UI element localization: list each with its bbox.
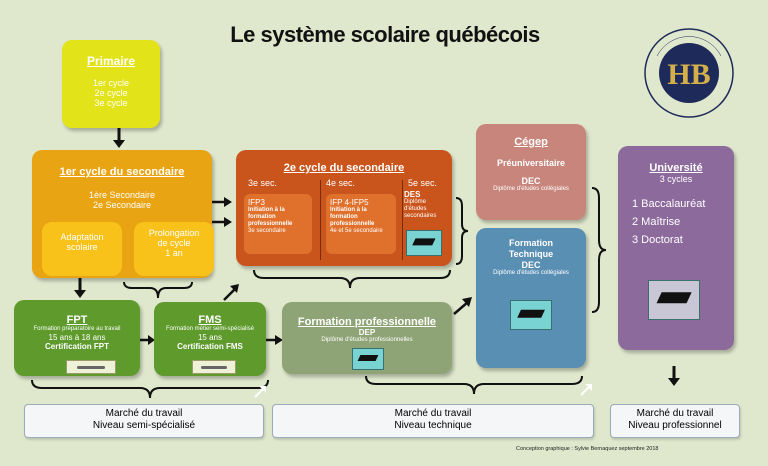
fms-text: Formation métier semi-spécialisé xyxy=(165,326,255,332)
market-1-line-2: Niveau semi-spécialisé xyxy=(92,420,196,431)
school-seal-icon: HB xyxy=(644,28,734,118)
bracket-right-icon-univ xyxy=(591,187,607,313)
arrow-up-right-white-icon-2 xyxy=(580,384,592,396)
marche-professionnel: Marché du travail Niveau professionnel xyxy=(610,404,740,438)
sec2-box: 2e cycle du secondaire 3e sec. 4e sec. 5… xyxy=(236,150,452,266)
arrow-down-icon xyxy=(113,128,125,148)
marche-technique: Marché du travail Niveau technique xyxy=(272,404,594,438)
primaire-title: Primaire xyxy=(86,54,136,68)
graduation-cap-icon-fp xyxy=(352,348,384,370)
ifp3-box: IFP3 Initiation à la formation professio… xyxy=(244,194,312,254)
des-box: DES Diplôme d'études secondaires xyxy=(404,190,448,260)
primaire-box: Primaire 1er cycle 2e cycle 3e cycle xyxy=(62,40,160,128)
fms-title: FMS xyxy=(198,314,222,326)
fpt-title: FPT xyxy=(66,314,88,326)
ft-dec-text: Diplôme d'études collégiales xyxy=(493,270,569,276)
market-2-line-2: Niveau technique xyxy=(394,420,472,431)
formation-technique-box: Formation Technique DEC Diplôme d'études… xyxy=(476,228,586,368)
fms-age: 15 ans xyxy=(197,333,223,342)
bracket-down-icon xyxy=(253,269,451,289)
ifp45-text: Initiation à la formation professionnell… xyxy=(330,207,375,227)
cegep-box: Cégep Préuniversitaire DEC Diplôme d'étu… xyxy=(476,124,586,220)
prolongation-label: Prolongation de cycle 1 an xyxy=(148,228,200,258)
market-2-line-1: Marché du travail xyxy=(394,408,472,419)
fp-dep: DEP xyxy=(358,328,376,337)
prolongation-box: Prolongation de cycle 1 an xyxy=(134,222,214,276)
graduation-cap-icon xyxy=(406,230,442,256)
arrow-up-right-icon xyxy=(223,284,239,301)
sec2-divider-2 xyxy=(402,180,403,260)
fms-box: FMS Formation métier semi-spécialisé 15 … xyxy=(154,302,266,376)
fpt-text: Formation préparatoire au travail xyxy=(33,326,121,332)
market-3-line-2: Niveau professionnel xyxy=(628,420,722,431)
fpt-cert: Certification FPT xyxy=(44,342,109,351)
univ-title: Université xyxy=(649,162,703,174)
certificate-icon-fms xyxy=(192,360,236,374)
adaptation-scolaire-label: Adaptation scolaire xyxy=(60,232,104,252)
ifp3-sub: 3e secondaire xyxy=(248,228,286,234)
bracket-bottom-right-icon xyxy=(365,375,583,395)
ft-dec: DEC xyxy=(521,260,541,270)
sec2-col-4: 4e sec. xyxy=(326,178,356,188)
des-text: Diplôme d'études secondaires xyxy=(404,199,437,219)
fp-dep-text: Diplôme d'études professionnelles xyxy=(321,337,413,343)
primaire-cycle-1: 1er cycle xyxy=(92,78,129,88)
bracket-down-icon-small xyxy=(123,281,193,299)
univ-item-2: 2 Maîtrise xyxy=(632,216,681,228)
sec2-col-5: 5e sec. xyxy=(408,178,438,188)
arrow-down-icon-fpt xyxy=(74,278,86,298)
sec1-line-1: 1ère Secondaire xyxy=(88,190,156,200)
ifp3-text: Initiation à la formation professionnell… xyxy=(248,207,293,227)
market-1-line-1: Marché du travail xyxy=(105,408,183,419)
cegep-title: Cégep xyxy=(514,136,548,148)
sec2-divider-1 xyxy=(320,180,321,260)
fp-title: Formation professionnelle xyxy=(297,316,437,328)
bracket-bottom-left-icon xyxy=(31,379,269,399)
ifp45-sub: 4e et 5e secondaire xyxy=(330,228,383,234)
sec1-line-2: 2e Secondaire xyxy=(92,200,152,210)
ifp45-box: IFP 4-IFP5 Initiation à la formation pro… xyxy=(326,194,396,254)
univ-item-3: 3 Doctorat xyxy=(632,234,683,246)
fpt-box: FPT Formation préparatoire au travail 15… xyxy=(14,300,140,376)
sec2-col-3: 3e sec. xyxy=(248,178,278,188)
certificate-icon xyxy=(66,360,116,374)
arrow-right-pair-icon xyxy=(212,197,232,227)
graduation-cap-icon-ft xyxy=(510,300,552,330)
arrow-up-right-white-icon xyxy=(254,386,266,398)
fpt-age: 15 ans à 18 ans xyxy=(48,333,106,342)
univ-cycles: 3 cycles xyxy=(659,174,693,184)
credit-text: Conception graphique : Sylvie Bernaquez … xyxy=(516,446,659,452)
page-title: Le système scolaire québécois xyxy=(230,22,540,47)
market-3-line-1: Marché du travail xyxy=(636,408,714,419)
graduation-cap-icon-univ xyxy=(648,280,700,320)
des-title: DES xyxy=(404,190,421,199)
ft-title: Formation Technique xyxy=(508,238,554,259)
universite-box: Université 3 cycles 1 Baccalauréat 2 Maî… xyxy=(618,146,734,350)
school-logo: HB xyxy=(641,26,737,120)
cegep-dec-text: Diplôme d'études collégiales xyxy=(493,186,569,192)
fms-cert: Certification FMS xyxy=(177,342,243,351)
ifp45-title: IFP 4-IFP5 xyxy=(330,198,369,207)
primaire-cycle-3: 3e cycle xyxy=(94,98,128,108)
adaptation-scolaire-box: Adaptation scolaire xyxy=(42,222,122,276)
formation-professionnelle-box: Formation professionnelle DEP Diplôme d'… xyxy=(282,302,452,374)
arrow-right-icon-fp xyxy=(266,335,283,345)
sec2-title: 2e cycle du secondaire xyxy=(283,162,405,174)
univ-item-1: 1 Baccalauréat xyxy=(632,198,706,210)
cegep-dec: DEC xyxy=(521,176,541,186)
bracket-right-icon xyxy=(455,197,469,265)
primaire-cycle-2: 2e cycle xyxy=(94,88,128,98)
sec1-title: 1er cycle du secondaire xyxy=(59,166,185,178)
arrow-up-right-icon-ft xyxy=(453,297,472,315)
marche-semi-specialise: Marché du travail Niveau semi-spécialisé xyxy=(24,404,264,438)
ifp3-title: IFP3 xyxy=(248,198,265,207)
arrow-down-icon-univ xyxy=(668,366,680,386)
arrow-right-icon-fms xyxy=(140,335,155,345)
svg-text:HB: HB xyxy=(667,58,710,91)
cegep-pre: Préuniversitaire xyxy=(496,158,566,168)
